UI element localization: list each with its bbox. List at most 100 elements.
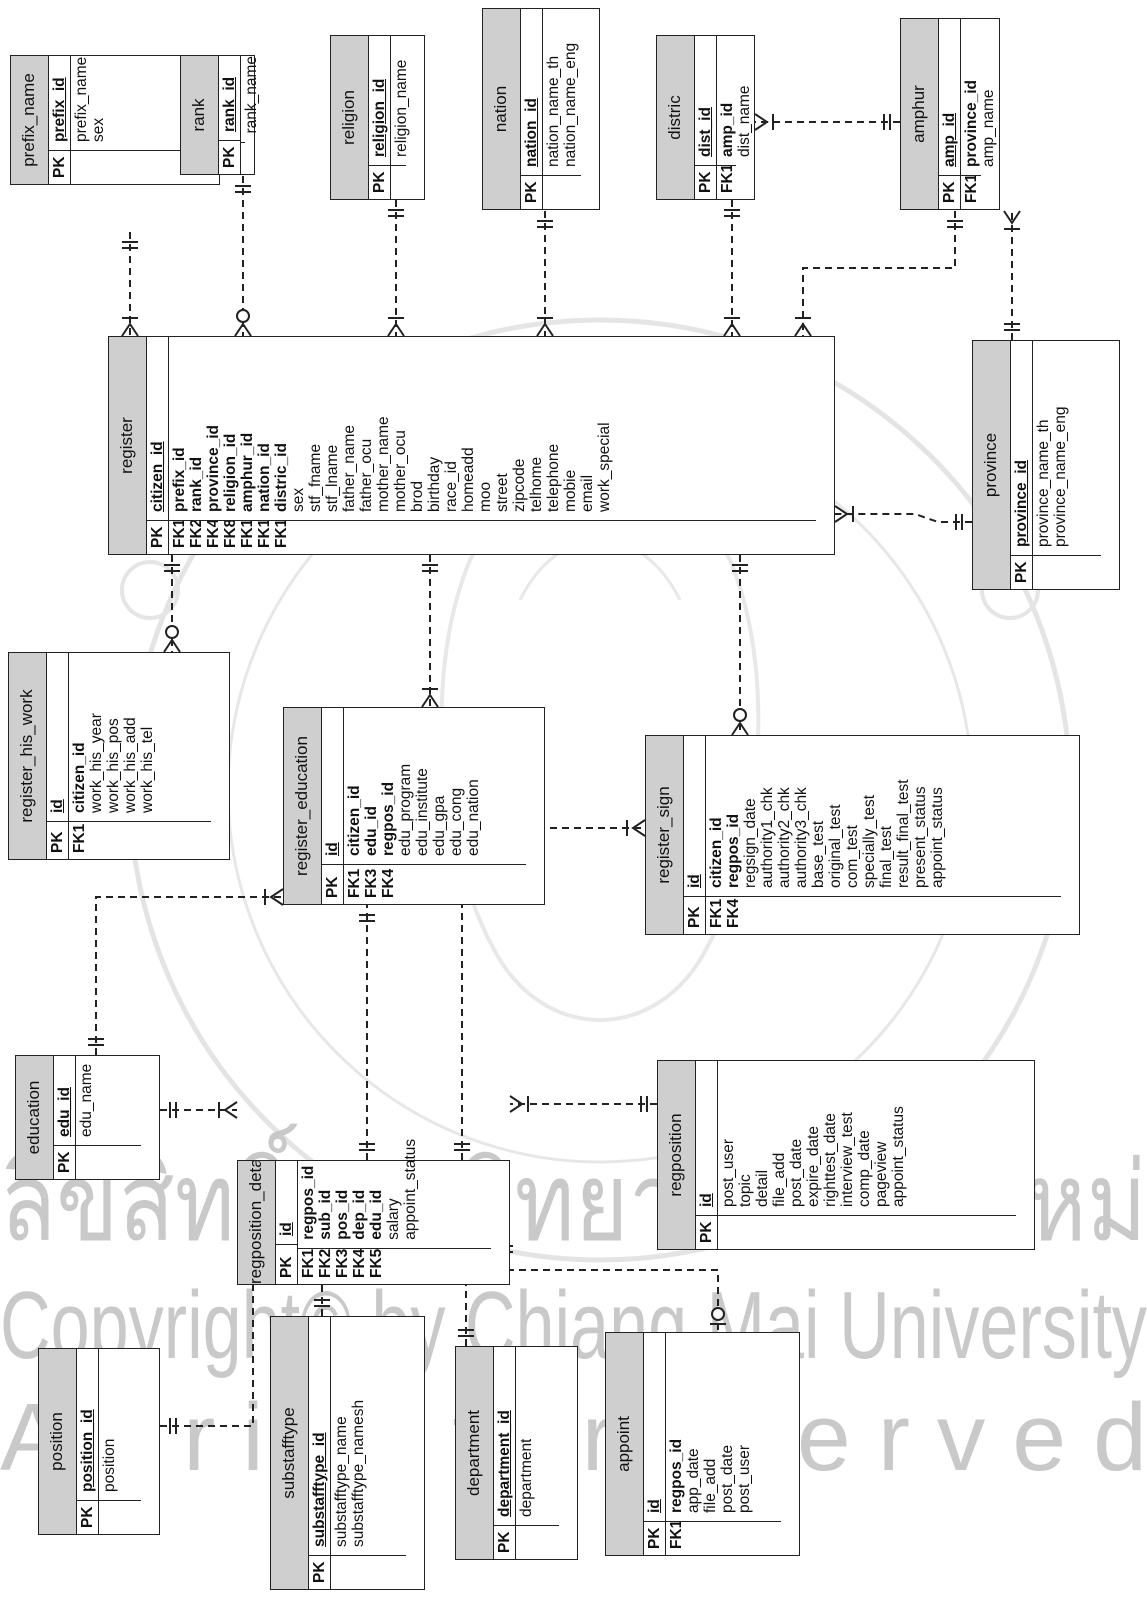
foreign-key-label: FK1 — [171, 521, 188, 548]
primary-key-field: id — [698, 1193, 715, 1207]
field-name: authority2_chk — [776, 787, 793, 888]
key-label: PK — [371, 171, 388, 193]
field-name: religion_name — [393, 59, 410, 157]
field-name: work_special — [596, 422, 613, 512]
key-column: PK — [54, 1145, 75, 1179]
field-name: work_his_pos — [105, 718, 122, 813]
field-name: father_ocu — [358, 438, 375, 512]
entity-title: distric — [657, 36, 695, 199]
field-name: present_status — [912, 786, 929, 888]
crows-foot — [834, 505, 849, 523]
relationship-line — [461, 827, 645, 1160]
entity-title: amphur — [901, 19, 939, 209]
key-column: PK — [77, 1500, 98, 1534]
foreign-key-label — [243, 143, 260, 168]
entity-title: education — [16, 1056, 54, 1179]
key-column — [543, 175, 581, 209]
field-name: regpos_id — [380, 781, 397, 856]
field-name: edu_id — [368, 1189, 385, 1240]
primary-key-field: province_id — [1013, 460, 1030, 547]
field-name: edu_id — [363, 806, 380, 856]
key-column: PK — [696, 1215, 717, 1249]
key-column: FK1 — [666, 1521, 781, 1555]
field-name: topic — [737, 1174, 754, 1207]
foreign-key-label: FK4 — [205, 521, 222, 548]
key-column: FK1 — [961, 175, 981, 209]
field-name: com_test — [844, 825, 861, 888]
attribute-row: edu_name — [76, 1056, 141, 1179]
key-label: PK — [1013, 561, 1030, 583]
field-name: detail — [754, 1169, 771, 1207]
foreign-key-label: FK5 — [368, 1248, 385, 1278]
field-name: stf_lname — [324, 444, 341, 512]
field-column: department — [516, 1439, 559, 1525]
field-name: appoint_status — [402, 1138, 419, 1240]
crows-foot — [223, 1101, 238, 1119]
primary-key-row: PK department_id — [494, 1347, 516, 1559]
foreign-key-label — [333, 1556, 350, 1583]
cardinality-circle — [165, 625, 179, 639]
foreign-key-label: FK1 — [300, 1248, 317, 1278]
entity-title: rank — [181, 56, 219, 174]
entity-title: register_education — [284, 708, 322, 904]
field-name: province_name_eng — [1052, 406, 1069, 547]
foreign-key-label: FK1 — [963, 176, 980, 203]
key-label: PK — [698, 1221, 715, 1243]
field-column: id — [276, 1222, 297, 1244]
primary-key-field: id — [686, 874, 703, 888]
field-name: email — [579, 474, 596, 512]
primary-key-field: department_id — [496, 1410, 513, 1517]
field-name: province_id — [205, 425, 222, 512]
field-name: pageview — [873, 1141, 890, 1208]
cardinality-circle — [711, 1307, 725, 1321]
field-name: position — [101, 1438, 118, 1492]
field-name: appoint_status — [929, 787, 946, 888]
field-column: position — [99, 1439, 141, 1500]
field-name: mobie — [562, 469, 579, 512]
relationship-line — [95, 896, 283, 1055]
key-column: PK — [47, 821, 68, 859]
crows-foot — [1003, 210, 1021, 225]
entity-title: nation — [483, 9, 521, 209]
field-name: moo — [477, 481, 494, 512]
key-column: FK1 — [717, 165, 736, 199]
crows-foot — [121, 322, 139, 337]
key-column: PK — [494, 1525, 515, 1559]
field-name: edu_name — [78, 1063, 95, 1137]
field-name: sub_id — [317, 1189, 334, 1240]
key-column: PK — [49, 150, 70, 184]
foreign-key-label — [1035, 556, 1052, 583]
field-name: father_name — [341, 424, 358, 512]
foreign-key-label — [393, 166, 410, 193]
cardinality-circle — [236, 309, 250, 323]
